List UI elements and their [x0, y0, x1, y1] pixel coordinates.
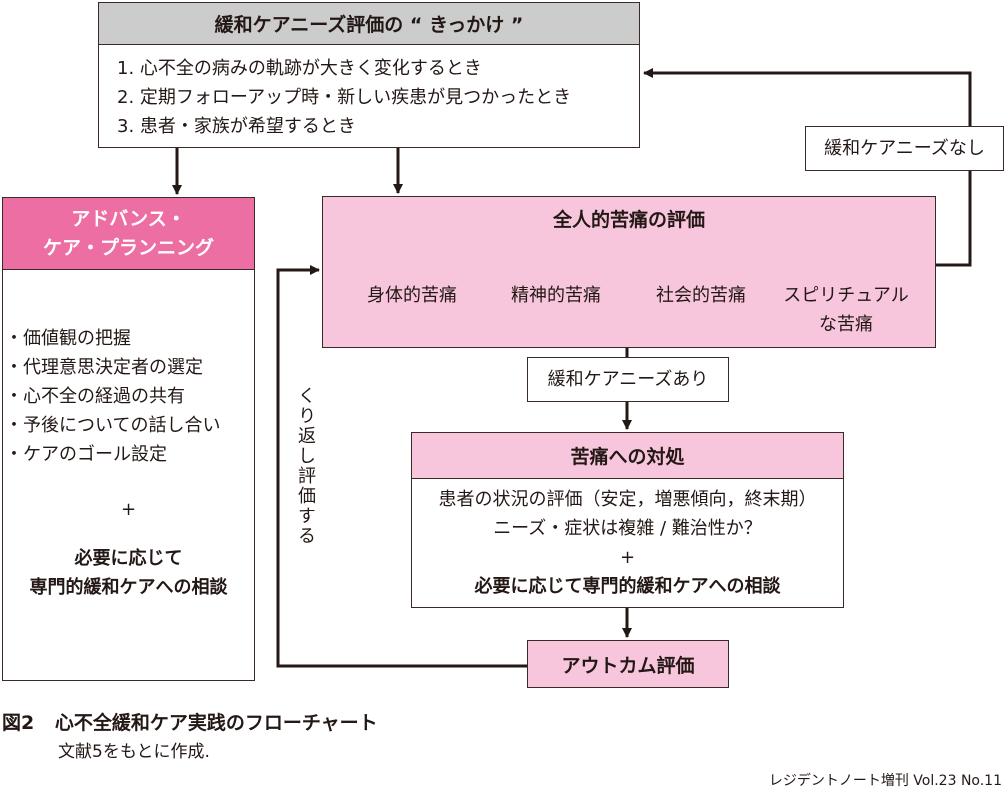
trigger-box: 緩和ケアニーズ評価の “ きっかけ ” 1. 心不全の病みの軌跡が大きく変化する…	[98, 2, 640, 148]
acp-consult: 必要に応じて 専門的緩和ケアへの相談	[3, 544, 254, 602]
acp-title-line1: アドバンス・	[71, 207, 186, 230]
coping-plus: +	[619, 547, 636, 568]
coping-box: 苦痛への対処 患者の状況の評価（安定，増悪傾向，終末期） ニーズ・症状は複雑 /…	[411, 432, 844, 608]
pain-spiritual-line2: な苦痛	[819, 314, 873, 335]
need-yes-label: 緩和ケアニーズあり	[527, 357, 729, 402]
acp-plus: +	[120, 499, 137, 520]
publication-footer: レジデントノート増刊 Vol.23 No.11	[768, 773, 1002, 789]
acp-consult-line1: 必要に応じて	[74, 548, 183, 569]
outcome-box: アウトカム評価	[527, 640, 729, 688]
loop-repeat	[276, 265, 527, 668]
coping-line: 患者の状況の評価（安定，増悪傾向，終末期）	[438, 489, 817, 510]
total-pain-box: 全人的苦痛の評価 身体的苦痛 精神的苦痛 社会的苦痛 スピリチュアル な苦痛	[322, 196, 936, 348]
repeat-label: くり返し評価する	[295, 386, 316, 546]
pain-spiritual-line1: スピリチュアル	[783, 285, 909, 306]
acp-item: ・ケアのゴール設定	[5, 444, 167, 465]
acp-title-line2: ケア・プランニング	[42, 236, 214, 259]
figure-title: 心不全緩和ケア実践のフローチャート	[54, 712, 378, 734]
trigger-item: 3. 患者・家族が希望するとき	[117, 116, 356, 137]
pain-physical: 身体的苦痛	[367, 285, 457, 306]
trigger-item: 1. 心不全の病みの軌跡が大きく変化するとき	[117, 58, 482, 79]
figure-number: 図2	[2, 712, 35, 734]
trigger-item: 2. 定期フォローアップ時・新しい疾患が見つかったとき	[117, 87, 572, 108]
coping-consult: 必要に応じて専門的緩和ケアへの相談	[474, 576, 781, 597]
need-no-label: 緩和ケアニーズなし	[805, 126, 1004, 171]
pain-spiritual: スピリチュアル な苦痛	[771, 281, 921, 339]
figure-caption: 図2 心不全緩和ケア実践のフローチャート	[2, 708, 378, 735]
acp-item: ・代理意思決定者の選定	[5, 357, 203, 378]
figure-source: 文献5をもとに作成.	[58, 742, 210, 762]
acp-item: ・心不全の経過の共有	[5, 386, 185, 407]
trigger-title: 緩和ケアニーズ評価の “ きっかけ ”	[99, 3, 639, 45]
coping-line: ニーズ・症状は複雑 / 難治性か？	[493, 518, 762, 539]
acp-item: ・予後についての話し合い	[5, 415, 221, 436]
pain-mental: 精神的苦痛	[511, 285, 601, 306]
acp-consult-line2: 専門的緩和ケアへの相談	[29, 577, 228, 598]
coping-title: 苦痛への対処	[412, 433, 843, 479]
total-pain-title: 全人的苦痛の評価	[552, 209, 705, 231]
acp-item: ・価値観の把握	[5, 328, 131, 349]
pain-social: 社会的苦痛	[656, 285, 746, 306]
acp-box: アドバンス・ ケア・プランニング ・価値観の把握 ・代理意思決定者の選定 ・心不…	[2, 197, 255, 681]
acp-title: アドバンス・ ケア・プランニング	[3, 198, 254, 270]
